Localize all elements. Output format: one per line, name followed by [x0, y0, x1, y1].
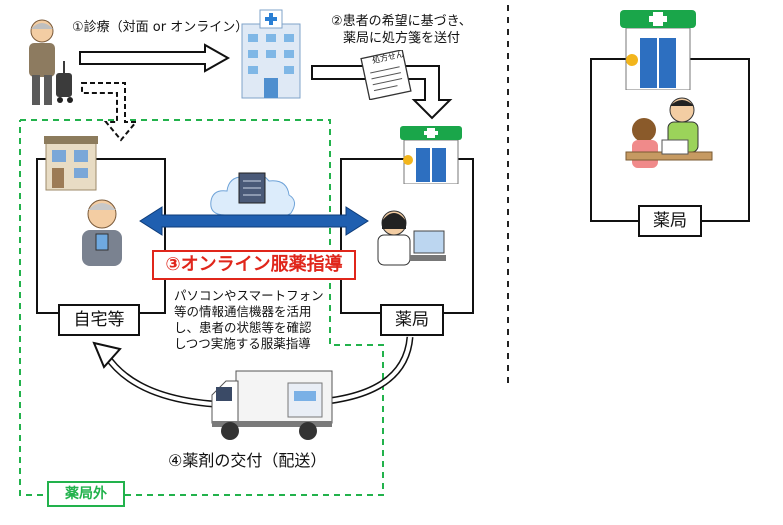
cloud-server-icon [210, 172, 295, 217]
pharmacy-label: 薬局 [380, 304, 444, 336]
prescription-document-icon [360, 50, 412, 100]
patient-icon [29, 19, 73, 105]
step-prescription-text-1: ②患者の希望に基づき、 [331, 14, 472, 29]
pharmacist-at-computer-icon [377, 210, 446, 266]
home-label: 自宅等 [58, 304, 140, 336]
step-delivery-text: ④薬剤の交付（配送） [168, 451, 327, 470]
hospital-icon [241, 9, 301, 99]
elderly-patient-with-phone-icon [82, 199, 122, 266]
flow-arrows [79, 43, 453, 142]
description-line-2: 等の情報通信機器を活用 [174, 304, 312, 319]
description-line-4: しつつ実施する服薬指導 [174, 336, 311, 351]
description-line-3: し、患者の状態等を確認 [174, 320, 312, 335]
pharmacy-right-label: 薬局 [638, 205, 702, 237]
description-line-1: パソコンやスマートフォン [174, 288, 324, 303]
pharmacy-right-building-icon [620, 10, 696, 90]
step-prescription-text-2: 薬局に処方箋を送付 [343, 31, 461, 46]
section-divider [507, 5, 509, 385]
delivery-truck-icon [211, 370, 333, 440]
step-consultation-text: ①診療（対面 or オンライン） [72, 20, 249, 35]
outside-pharmacy-label: 薬局外 [47, 481, 125, 507]
consultation-scene-icon [625, 97, 713, 168]
house-icon [44, 136, 98, 191]
outside-pharmacy-region [19, 119, 384, 496]
online-communication-arrow [139, 206, 369, 236]
pharmacy-building-icon [400, 126, 462, 184]
online-guidance-label: ③オンライン服薬指導 [152, 250, 356, 280]
